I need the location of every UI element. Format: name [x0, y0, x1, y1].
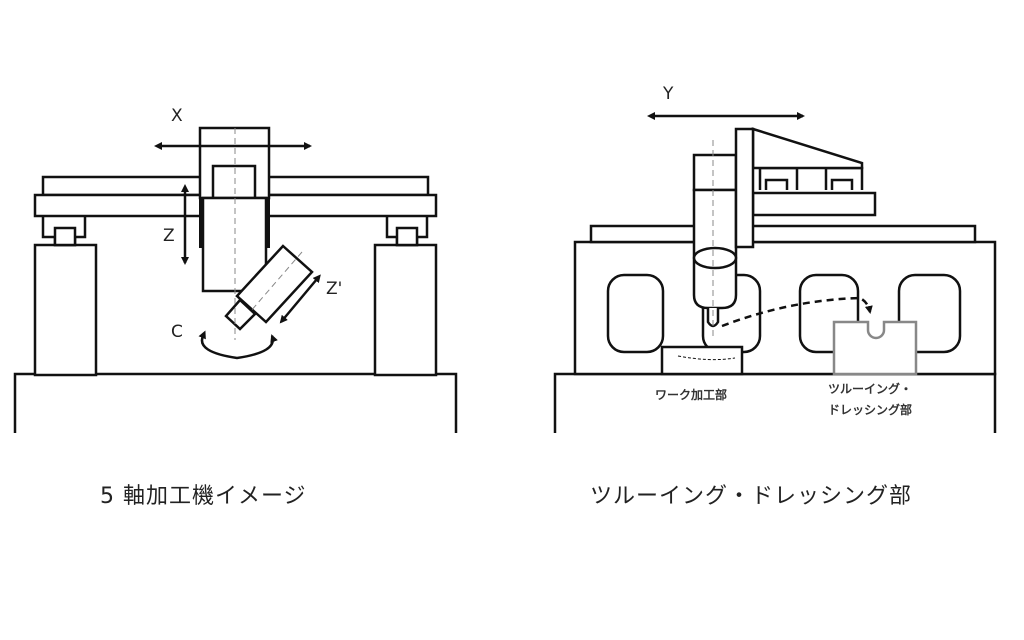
right-machine [553, 112, 997, 433]
right-column [373, 243, 438, 377]
c-rotation-arrow [198, 330, 278, 360]
base [13, 372, 458, 433]
left-column [33, 243, 98, 377]
z-prime-axis-label: Z' [326, 279, 343, 299]
z-prime-arrow [279, 274, 321, 324]
x-axis-label: X [171, 106, 183, 126]
spindle-head [692, 153, 738, 192]
tooling-label-line2: ドレッシング部 [828, 403, 913, 417]
y-axis-label: Y [663, 84, 674, 104]
z-axis-label: Z [163, 226, 175, 246]
tooling-label-line1: ツルーイング・ [828, 382, 913, 396]
table-rail [589, 224, 977, 244]
left-machine [13, 126, 458, 433]
carriage-rail [751, 191, 877, 217]
base [553, 372, 997, 433]
tooling-block [832, 320, 918, 376]
transfer-arrow [721, 296, 873, 328]
support-triangle [751, 127, 864, 170]
right-caption: ツルーイング・ドレッシング部 [590, 484, 913, 509]
work-piece [660, 345, 744, 376]
work-label: ワーク加工部 [655, 388, 728, 402]
vertical-slab [734, 127, 755, 249]
c-axis-label: C [171, 322, 183, 342]
left-caption: 5 軸加工機イメージ [100, 484, 307, 509]
